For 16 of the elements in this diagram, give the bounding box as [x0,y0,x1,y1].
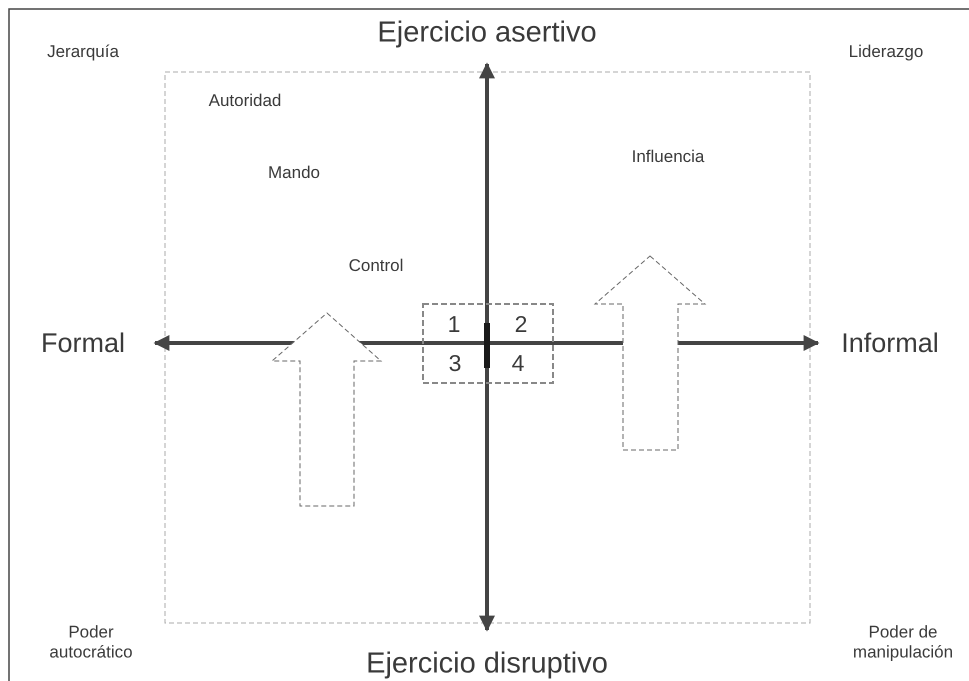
corner-label: Liderazgo [848,42,924,62]
concept-label: Influencia [632,146,704,168]
concept-label: Control [348,256,404,276]
quadrant-number: 4 [512,350,524,378]
corner-label: Poder autocrático [48,622,134,664]
quadrant-number: 1 [448,311,460,339]
axis-label: Ejercicio asertivo [377,16,597,50]
corner-label: Poder de manipulación [852,622,954,664]
axis-label: Informal [841,326,939,360]
quadrant-number: 2 [514,311,528,339]
axis-label: Ejercicio disruptivo [366,646,608,681]
quadrant-number: 3 [448,350,462,378]
concept-label: Mando [268,162,320,184]
concept-label: Autoridad [208,90,282,112]
axis-label: Formal [41,326,125,360]
corner-label: Jerarquía [47,42,119,62]
